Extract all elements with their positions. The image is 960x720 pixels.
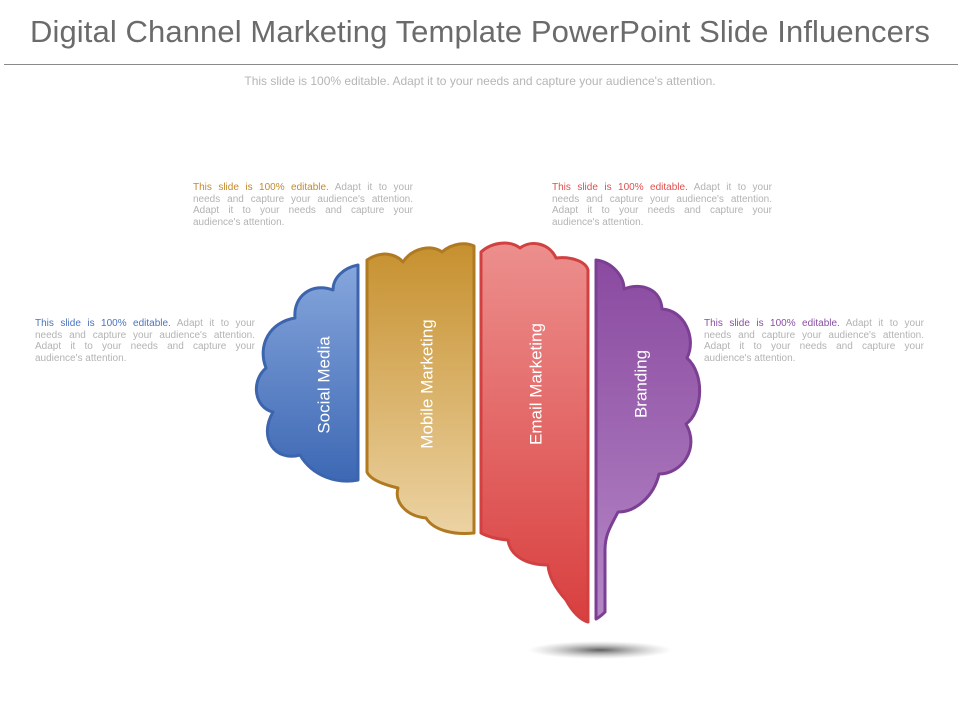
segment-label-email-marketing: Email Marketing <box>526 323 545 445</box>
callout-lead: This slide is 100% editable. <box>193 182 329 193</box>
brain-shadow <box>528 641 672 659</box>
segment-mobile-marketing <box>365 242 476 535</box>
segment-email-marketing <box>479 241 590 624</box>
callout-lead: This slide is 100% editable. <box>552 182 688 193</box>
callout-body: Adapt it to your needs and capture your … <box>35 318 255 364</box>
callout-body: Adapt it to your needs and capture your … <box>193 182 413 228</box>
callout-branding: This slide is 100% editable. Adapt it to… <box>704 318 924 364</box>
callout-email-marketing: This slide is 100% editable. Adapt it to… <box>552 182 772 228</box>
segment-social-media <box>254 263 360 483</box>
title-divider <box>4 64 958 65</box>
callout-social-media: This slide is 100% editable. Adapt it to… <box>35 318 255 364</box>
callout-body: Adapt it to your needs and capture your … <box>704 318 924 364</box>
segment-label-branding: Branding <box>631 350 650 418</box>
slide-subtitle: This slide is 100% editable. Adapt it to… <box>244 74 716 88</box>
slide-title: Digital Channel Marketing Template Power… <box>29 14 931 49</box>
segment-label-mobile-marketing: Mobile Marketing <box>417 319 436 448</box>
callout-mobile-marketing: This slide is 100% editable. Adapt it to… <box>193 182 413 228</box>
segment-label-social-media: Social Media <box>314 336 333 434</box>
callout-lead: This slide is 100% editable. <box>35 318 171 329</box>
callout-lead: This slide is 100% editable. <box>704 318 840 329</box>
callout-body: Adapt it to your needs and capture your … <box>552 182 772 228</box>
segment-branding <box>594 258 702 621</box>
